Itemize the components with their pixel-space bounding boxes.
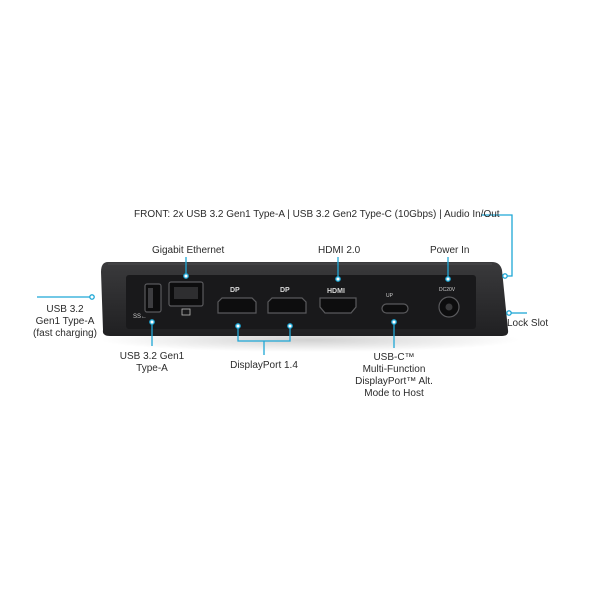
- usb-c-line3: DisplayPort™ Alt.: [355, 376, 433, 387]
- usb-c-line1: USB-C™: [373, 352, 415, 363]
- dp-marking-1: DP: [230, 287, 240, 294]
- usb-c-line2: Multi-Function: [362, 364, 426, 375]
- gigabit-ethernet-label: Gigabit Ethernet: [152, 245, 225, 256]
- usb-a-port: [144, 283, 162, 313]
- usb-a-fast-line2: Gen1 Type-A: [35, 316, 95, 327]
- usb-c-label: USB-C™ Multi-Function DisplayPort™ Alt. …: [349, 352, 439, 400]
- dc-marking: DC20V: [439, 287, 456, 293]
- displayport-1: [217, 297, 257, 314]
- usb-a-line1: USB 3.2 Gen1: [119, 351, 185, 362]
- usb-a-line2: Type-A: [136, 363, 168, 374]
- power-in-label: Power In: [430, 245, 470, 256]
- usb-a-fast-line1: USB 3.2: [46, 304, 84, 315]
- usb-a-fast-line3: (fast charging): [33, 328, 97, 339]
- leader-lines: [37, 214, 527, 355]
- lock-slot-label: Lock Slot: [507, 318, 549, 329]
- front-ports-label: FRONT: 2x USB 3.2 Gen1 Type-A | USB 3.2 …: [134, 209, 500, 220]
- usb-c-line4: Mode to Host: [364, 388, 424, 399]
- hdmi-port: [319, 297, 357, 314]
- ss-usb-marking: SS←: [133, 314, 148, 320]
- leader-front: [481, 214, 513, 277]
- network-icon: [181, 308, 191, 316]
- usbc-up-marking: UP: [386, 293, 393, 299]
- ethernet-port: [168, 281, 204, 316]
- leader-dot-front: [502, 273, 508, 279]
- displayport-label: DisplayPort 1.4: [230, 360, 298, 371]
- hdmi-logo-marking: HDMI: [327, 288, 345, 295]
- dc-power-jack: [438, 296, 460, 318]
- usb-a-label: USB 3.2 Gen1 Type-A: [112, 351, 192, 375]
- displayport-2: [267, 297, 307, 314]
- hdmi-label: HDMI 2.0: [318, 245, 361, 256]
- usb-c-port: [381, 303, 409, 314]
- usb-a-fast-label: USB 3.2 Gen1 Type-A (fast charging): [30, 304, 100, 340]
- dp-marking-2: DP: [280, 287, 290, 294]
